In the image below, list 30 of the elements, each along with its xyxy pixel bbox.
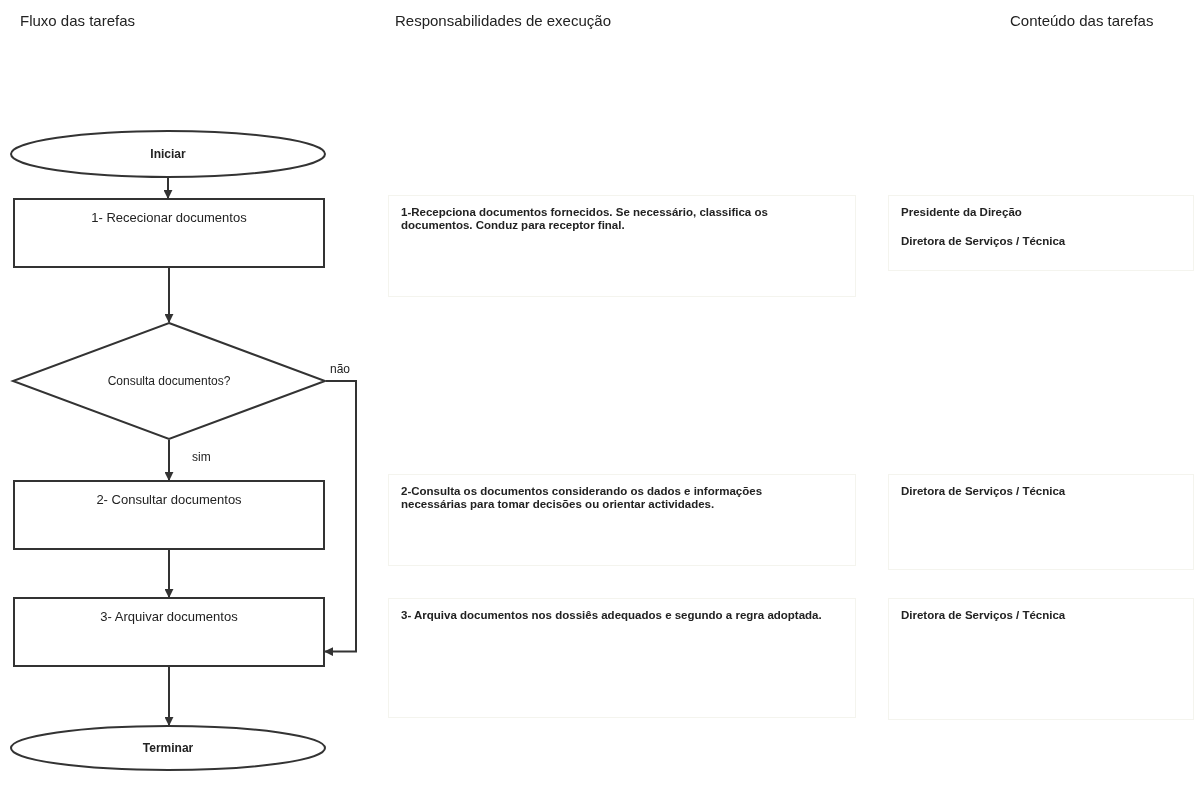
- edge-label: sim: [190, 450, 213, 464]
- arrow: [324, 380, 357, 657]
- description-text: Diretora de Serviços / Técnica: [901, 235, 1067, 249]
- node-label: 2- Consultar documentos: [96, 492, 242, 507]
- column-header: Responsabilidades de execução: [395, 12, 611, 29]
- description-text: 3- Arquiva documentos nos dossiês adequados e segundo a regra adoptada.: [401, 609, 823, 623]
- arrow: [164, 439, 174, 481]
- column-header: Conteúdo das tarefas: [1010, 12, 1154, 29]
- node-label: Terminar: [142, 741, 194, 755]
- arrow: [164, 666, 174, 726]
- process-box: [13, 198, 325, 268]
- terminal-ellipse: [10, 130, 326, 178]
- arrow: [164, 267, 174, 323]
- description-text: Diretora de Serviços / Técnica: [901, 609, 1067, 623]
- arrow: [164, 549, 174, 598]
- description-text: 1-Recepciona documentos fornecidos. Se necessário, classifica os documentos. Conduz para receptor final.: [401, 206, 769, 233]
- arrow: [163, 177, 173, 199]
- terminal-ellipse: [10, 725, 326, 771]
- process-box: [13, 480, 325, 550]
- node-label: Consulta documentos?: [107, 374, 231, 388]
- description-text: 2-Consulta os documentos considerando os dados e informações necessárias para tomar decisões ou orientar actividades.: [401, 485, 764, 512]
- process-box: [13, 597, 325, 667]
- description-text: Presidente da Direção: [901, 206, 1023, 220]
- decision-diamond: [12, 322, 326, 440]
- column-header: Fluxo das tarefas: [20, 12, 136, 29]
- node-label: 1- Rececionar documentos: [91, 210, 247, 225]
- description-text: Diretora de Serviços / Técnica: [901, 485, 1067, 499]
- node-label: Iniciar: [150, 147, 186, 161]
- edge-label: não: [328, 362, 353, 376]
- node-label: 3- Arquivar documentos: [100, 609, 238, 624]
